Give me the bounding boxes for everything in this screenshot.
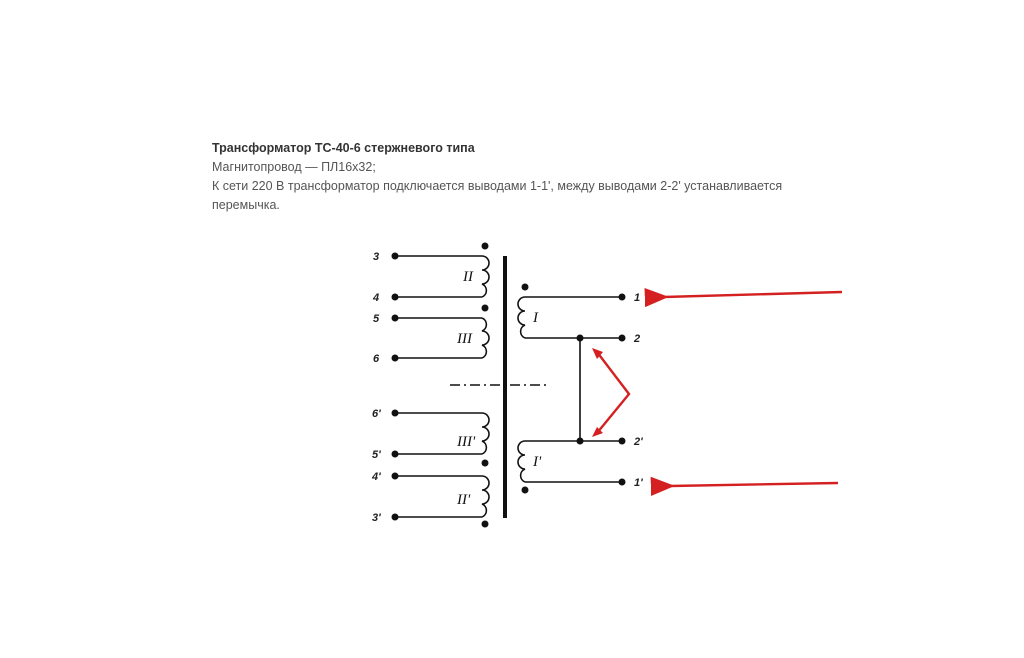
terminal-6: 6 bbox=[373, 353, 380, 365]
arrow-jumper bbox=[596, 351, 631, 434]
terminal-1p: 1' bbox=[634, 477, 643, 489]
core-spec: Магнитопровод — ПЛ16х32; bbox=[212, 160, 376, 174]
terminal-1: 1 bbox=[634, 292, 640, 304]
terminal-4: 4 bbox=[372, 292, 379, 304]
arrow-to-terminal-1 bbox=[644, 287, 843, 308]
arrow-head-up-icon bbox=[592, 348, 603, 359]
description-text: Трансформатор ТС-40-6 стержневого типа М… bbox=[212, 139, 812, 215]
terminal-2p: 2' bbox=[633, 436, 643, 448]
terminal-6p: 6' bbox=[372, 408, 381, 420]
terminal-2: 2 bbox=[633, 333, 640, 345]
title: Трансформатор ТС-40-6 стержневого типа bbox=[212, 141, 475, 155]
connection-note-cont: перемычка. bbox=[212, 198, 280, 212]
winding-label-IIIp: III' bbox=[456, 434, 476, 450]
winding-label-IIp: II' bbox=[456, 492, 471, 508]
terminal-5: 5 bbox=[373, 313, 380, 325]
winding-label-III: III bbox=[456, 331, 473, 347]
winding-label-II: II bbox=[462, 269, 474, 285]
winding-label-Ip: I' bbox=[532, 454, 542, 470]
terminal-3: 3 bbox=[373, 251, 379, 263]
terminal-5p: 5' bbox=[372, 449, 381, 461]
connection-note: К сети 220 В трансформатор подключается … bbox=[212, 179, 783, 193]
winding-label-I: I bbox=[532, 310, 539, 326]
arrow-to-terminal-1p bbox=[650, 476, 839, 496]
terminal-3p: 3' bbox=[372, 512, 381, 524]
arrow-head-down-icon bbox=[592, 427, 603, 437]
terminal-4p: 4' bbox=[371, 471, 381, 483]
